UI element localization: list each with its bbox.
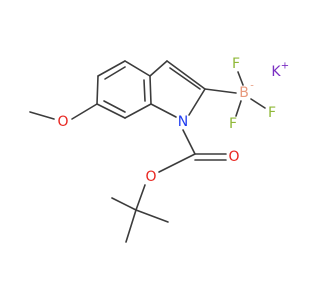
atom-label-layer: O N B - F F F K + O O (57, 56, 289, 185)
bond-n-c-carbonyl (182, 129, 196, 155)
molecule-diagram: O N B - F F F K + O O (29, 56, 289, 243)
potassium-charge: + (281, 61, 289, 72)
atom-boron: B (239, 85, 249, 101)
bond-c6-c5 (96, 75, 99, 105)
bond-c3-c2-inner (169, 67, 201, 90)
bond-c4-c3a (124, 60, 151, 77)
atom-potassium: K (271, 64, 281, 80)
bond-b-f-top (237, 71, 244, 86)
bond-o-c-tbu (135, 184, 146, 211)
atom-indole-nitrogen: N (178, 114, 188, 130)
bond-c-o-ester (158, 153, 196, 173)
bond-o-ring (71, 103, 98, 120)
bond-c5-c4 (97, 60, 126, 77)
bond-methyl-o (29, 111, 55, 120)
bond-c3-c2 (166, 60, 206, 90)
bond-c3a-c7a (149, 75, 152, 105)
bond-c2-n (188, 88, 206, 116)
boron-charge: - (250, 81, 254, 92)
bond-b-f-left (235, 100, 242, 117)
bond-tbu-ch3-left (111, 197, 137, 211)
bond-c3a-c3 (149, 60, 168, 77)
atom-fluorine-right: F (268, 105, 276, 121)
bond-c5-c4-inner (104, 66, 126, 80)
bond-c7a-c7 (124, 103, 152, 119)
bond-c7-c6-inner (103, 100, 126, 113)
bond-c2-b (204, 88, 237, 94)
atom-methoxy-oxygen: O (57, 114, 68, 130)
bond-c7-c6 (96, 103, 126, 119)
bond-tbu-ch3-right (135, 209, 169, 223)
bond-b-f-right (250, 98, 266, 109)
bond-layer (29, 60, 266, 243)
bond-n-c7a (150, 103, 177, 118)
atom-fluorine-top: F (232, 56, 240, 72)
atom-carbonyl-oxygen: O (228, 149, 239, 165)
bond-tbu-ch3-down (125, 209, 137, 243)
bond-c3a-c7a-inner (143, 79, 146, 102)
atom-ester-oxygen: O (145, 169, 156, 185)
atom-fluorine-left: F (229, 116, 237, 132)
